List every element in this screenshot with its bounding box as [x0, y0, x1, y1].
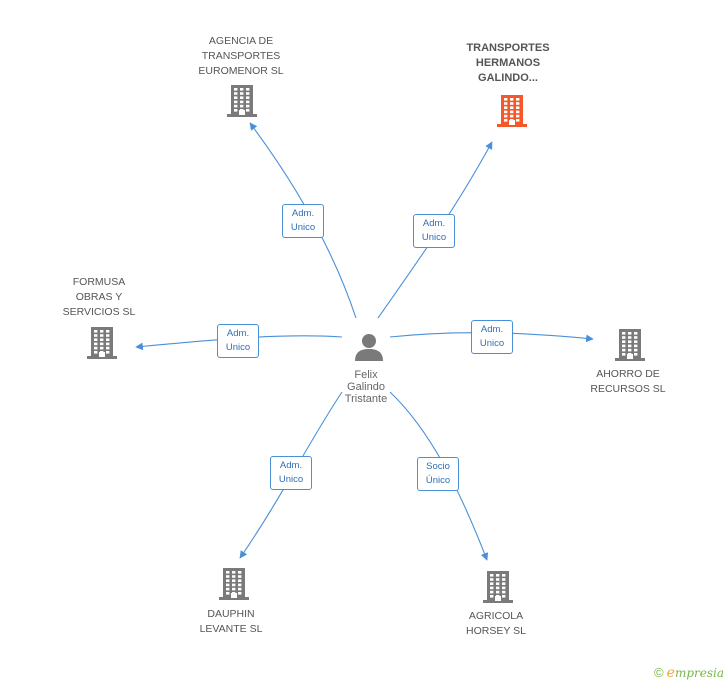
empresia-logo: ©empresia [654, 665, 724, 681]
person-icon[interactable] [354, 332, 384, 367]
company-name-ahorro[interactable]: AHORRO DE RECURSOS SL [590, 368, 666, 395]
building-icon[interactable] [614, 328, 646, 367]
role-badge-dauphin[interactable]: Adm. Unico [270, 456, 312, 490]
company-name-agencia[interactable]: AGENCIA DE TRANSPORTES EUROMENOR SL [198, 35, 284, 77]
center-person-name[interactable]: Felix Galindo Tristante [344, 369, 388, 405]
role-badge-ahorro[interactable]: Adm. Unico [471, 320, 513, 354]
role-badge-agricola[interactable]: Socio Único [417, 457, 459, 491]
company-name-dauphin[interactable]: DAUPHIN LEVANTE SL [199, 608, 263, 635]
company-name-transportes[interactable]: TRANSPORTES HERMANOS GALINDO... [466, 42, 550, 84]
building-icon[interactable] [482, 570, 514, 609]
role-badge-transportes[interactable]: Adm. Unico [413, 214, 455, 248]
company-name-agricola[interactable]: AGRICOLA HORSEY SL [466, 610, 526, 637]
building-icon[interactable] [496, 94, 528, 133]
role-badge-formusa[interactable]: Adm. Unico [217, 324, 259, 358]
building-icon[interactable] [218, 567, 250, 606]
role-badge-agencia[interactable]: Adm. Unico [282, 204, 324, 238]
building-icon[interactable] [226, 84, 258, 123]
company-name-formusa[interactable]: FORMUSA OBRAS Y SERVICIOS SL [62, 276, 136, 318]
building-icon[interactable] [86, 326, 118, 365]
